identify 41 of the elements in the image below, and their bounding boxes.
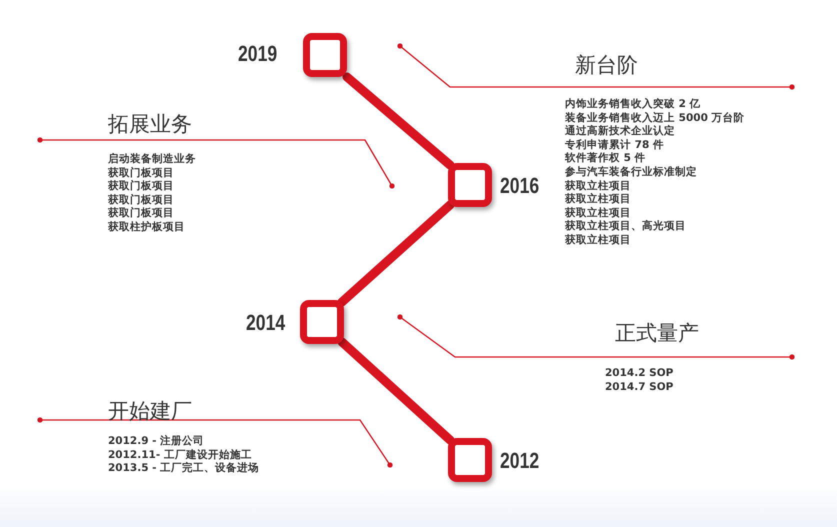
section-heading: 拓展业务: [108, 111, 193, 137]
milestone-text: 获取立柱项目: [565, 206, 632, 220]
milestone-text: 获取门板项目: [108, 207, 175, 221]
milestone-text: 2014.7 SOP: [605, 380, 674, 394]
milestone-text: 专利申请累计 78 件: [565, 138, 665, 152]
year-box: [448, 438, 492, 482]
section-heading: 新台阶: [575, 52, 639, 78]
milestone-text: 获取立柱项目: [565, 234, 632, 248]
leader-line: [397, 43, 795, 90]
milestone-text: 2013.5 - 工厂完工、设备进场: [108, 462, 260, 476]
milestone-text: 启动装备制造业务: [108, 153, 197, 167]
milestone-text: 装备业务销售收入迈上 5000 万台阶: [565, 112, 746, 124]
year-label: 2016: [500, 174, 540, 198]
timeline-line: [337, 200, 455, 307]
milestone-text: 获取门板项目: [108, 166, 175, 180]
milestone-text: 获取门板项目: [108, 180, 175, 194]
year-label: 2014: [246, 311, 286, 335]
milestone-text: 获取立柱项目: [565, 193, 632, 206]
milestone-text: 2012.9 - 注册公司: [108, 435, 206, 449]
year-box: [448, 163, 492, 207]
milestone-text: 2014.2 SOP: [605, 367, 674, 381]
section-heading: 正式量产: [615, 320, 700, 346]
milestone-text: 通过高新技术企业认定: [565, 125, 676, 139]
leader-line: [37, 417, 393, 468]
milestone-text: 软件著作权 5 件: [565, 152, 647, 166]
milestone-text: 2012.11- 工厂建设开始施工: [108, 448, 253, 462]
timeline-line: [337, 337, 455, 445]
milestone-text: 获取门板项目: [108, 194, 175, 207]
milestone-text: 获取柱护板项目: [108, 221, 186, 235]
milestone-text: 参与汽车装备行业标准制定: [565, 166, 698, 180]
timeline-line: [342, 72, 455, 170]
year-label: 2012: [500, 449, 540, 473]
section-heading: 开始建厂: [108, 398, 193, 424]
milestone-text: 内饰业务销售收入突破 2 亿: [565, 98, 702, 112]
year-label: 2019: [238, 42, 278, 66]
milestone-text: 获取立柱项目: [565, 180, 632, 192]
year-box: [300, 300, 344, 344]
year-box: [303, 33, 347, 77]
leader-line: [397, 314, 795, 360]
leader-line: [37, 137, 395, 189]
milestone-text: 获取立柱项目、高光项目: [565, 220, 687, 234]
